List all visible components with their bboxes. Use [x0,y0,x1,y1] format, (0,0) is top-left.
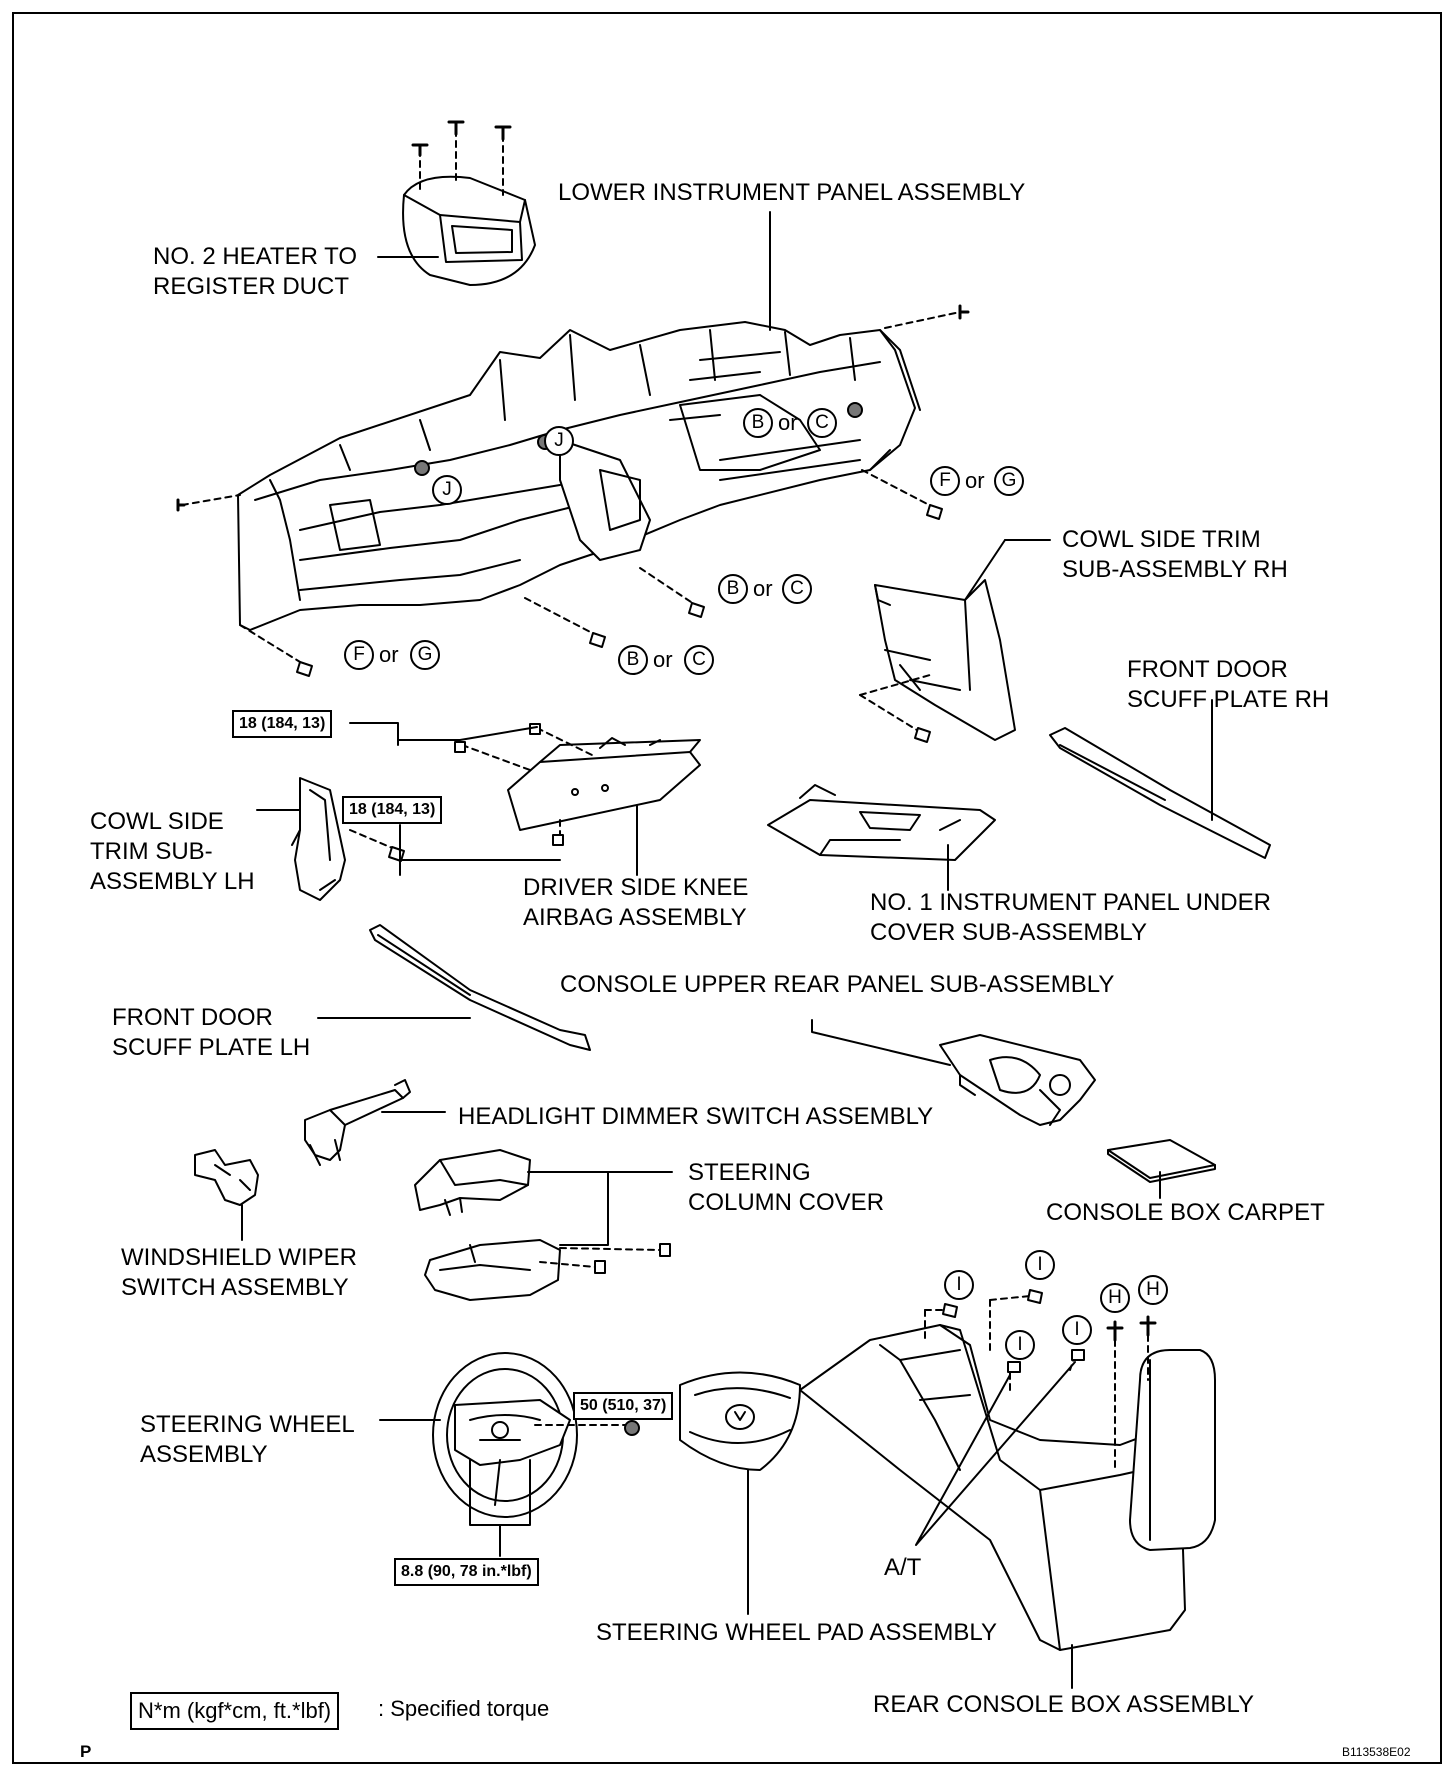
marker-i-3: I [1005,1330,1035,1360]
label-wiper-switch-line1: WINDSHIELD WIPER [121,1244,358,1271]
label-scuff-rh-line2: SCUFF PLATE RH [1127,686,1330,713]
marker-f-1: F [930,466,960,496]
steering-cover-leader [527,1171,673,1246]
marker-c-2: C [782,574,812,604]
marker-g-2: G [410,640,440,670]
diagram-frame [12,12,1442,1764]
label-scuff-lh-line2: SCUFF PLATE LH [112,1034,311,1061]
marker-f-2: F [344,640,374,670]
label-cowl-lh-line2: TRIM SUB- [90,838,213,865]
knee-airbag-drawing [454,723,701,846]
or-text-3: or [753,576,773,601]
steering-cover-drawing [414,1149,671,1301]
marker-b-2: B [718,574,748,604]
or-text-5: or [653,647,673,672]
torque-wheel-screws: 8.8 (90, 78 in.*lbf) [394,1558,539,1586]
torque-knee-bottom: 18 (184, 13) [342,796,443,824]
heater-duct-drawing [402,120,536,286]
knee-top-leader [349,722,538,746]
footer-page-letter: P [80,1742,92,1761]
label-console-carpet: CONSOLE BOX CARPET [1046,1199,1325,1226]
marker-h-1: H [1100,1283,1130,1313]
label-heater-duct-line2: REGISTER DUCT [153,273,350,300]
torque-knee-top: 18 (184, 13) [232,710,333,738]
marker-h-2: H [1138,1275,1168,1305]
label-scuff-lh-line1: FRONT DOOR [112,1004,273,1031]
label-knee-airbag-line1: DRIVER SIDE KNEE [523,874,749,901]
knee-bottom-leader [399,824,561,876]
marker-i-4: I [1062,1315,1092,1345]
label-console-upper-rear: CONSOLE UPPER REAR PANEL SUB-ASSEMBLY [560,971,1115,998]
marker-i-1: I [944,1270,974,1300]
cowl-side-rh-drawing [859,579,1016,743]
footer-figure-code: B113538E02 [1342,1745,1411,1759]
torque-wheel-nut: 50 (510, 37) [573,1392,674,1420]
console-carpet-drawing [1107,1139,1216,1183]
label-at: A/T [884,1554,922,1581]
label-cowl-rh-line2: SUB-ASSEMBLY RH [1062,556,1288,583]
cowl-side-rh-leader [964,539,1006,601]
at-leaders [915,1361,1076,1546]
label-cowl-lh-line1: COWL SIDE [90,808,224,835]
cowl-side-lh-drawing [291,777,405,901]
or-text-2: or [965,468,985,493]
wheel-pad-drawing [679,1371,801,1471]
marker-i-2: I [1025,1250,1055,1280]
label-steering-cover-line1: STEERING [688,1159,811,1186]
label-cowl-lh-line3: ASSEMBLY LH [90,868,255,895]
wiper-switch-drawing [194,1149,259,1206]
steering-wheel-drawing [432,1352,640,1518]
scuff-rh-drawing [1049,727,1271,859]
label-knee-airbag-line2: AIRBAG ASSEMBLY [523,904,747,931]
marker-g-1: G [994,466,1024,496]
legend-torque-box: N*m (kgf*cm, ft.*lbf) [130,1692,340,1730]
label-rear-console: REAR CONSOLE BOX ASSEMBLY [873,1691,1255,1718]
console-upper-rear-leader [811,1019,951,1066]
label-under-cover-line1: NO. 1 INSTRUMENT PANEL UNDER [870,889,1271,916]
label-headlight-switch: HEADLIGHT DIMMER SWITCH ASSEMBLY [458,1103,934,1130]
label-scuff-rh-line1: FRONT DOOR [1127,656,1288,683]
headlight-switch-drawing [304,1079,411,1166]
label-steering-wheel-line1: STEERING WHEEL [140,1411,355,1438]
wheel-screws-leader [469,1459,531,1557]
lower-instrument-panel-drawing [176,304,970,677]
or-text-1: or [778,410,798,435]
label-steering-wheel-line2: ASSEMBLY [140,1441,268,1468]
label-wheel-pad: STEERING WHEEL PAD ASSEMBLY [596,1619,997,1646]
label-lower-instrument-panel: LOWER INSTRUMENT PANEL ASSEMBLY [558,179,1026,206]
marker-c-3: C [684,645,714,675]
under-cover-drawing [767,784,996,861]
rear-console-drawing [799,1289,1216,1651]
legend-torque-text: : Specified torque [378,1696,550,1721]
console-upper-rear-drawing [939,1034,1096,1126]
label-steering-cover-line2: COLUMN COVER [688,1189,885,1216]
label-under-cover-line2: COVER SUB-ASSEMBLY [870,919,1147,946]
or-text-4: or [379,642,399,667]
marker-b-1: B [743,408,773,438]
marker-j-2: J [432,475,462,505]
marker-j-1: J [544,426,574,456]
marker-c-1: C [807,408,837,438]
marker-b-3: B [618,645,648,675]
scuff-lh-drawing [369,924,591,1051]
label-heater-duct-line1: NO. 2 HEATER TO [153,243,358,270]
label-wiper-switch-line2: SWITCH ASSEMBLY [121,1274,349,1301]
label-cowl-rh-line1: COWL SIDE TRIM [1062,526,1261,553]
